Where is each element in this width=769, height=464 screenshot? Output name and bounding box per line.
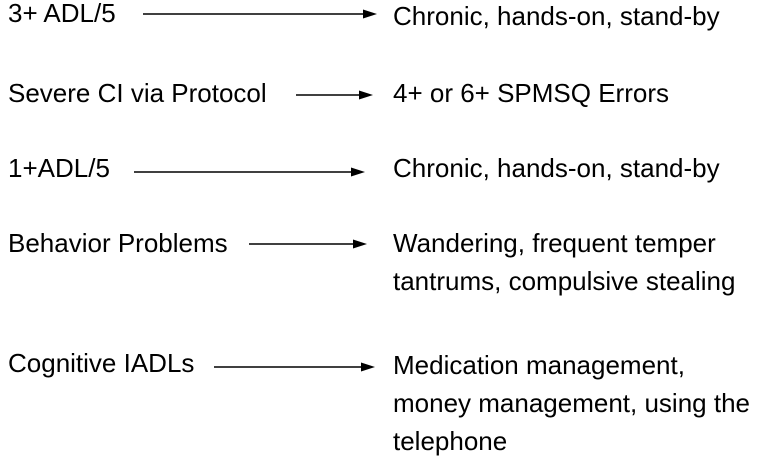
criterion-label-adl1: 1+ADL/5 [8, 153, 110, 183]
arrow-right-icon [296, 90, 373, 100]
arrow-right-icon [143, 9, 377, 19]
criterion-label-severe-ci: Severe CI via Protocol [8, 78, 267, 108]
arrow-right-icon [249, 239, 367, 249]
criterion-definition-adl1: Chronic, hands-on, stand-by [393, 153, 720, 183]
arrow-right-icon [214, 362, 375, 372]
arrow-right-icon [134, 167, 365, 177]
criterion-label-behavior: Behavior Problems [8, 228, 228, 258]
criterion-definition-cognitive-iadl: Medication management, money management,… [393, 350, 750, 456]
criterion-definition-behavior: Wandering, frequent temper tantrums, com… [393, 228, 736, 296]
criterion-label-cognitive-iadl: Cognitive IADLs [8, 348, 195, 378]
criterion-definition-adl3: Chronic, hands-on, stand-by [393, 1, 720, 31]
criterion-definition-severe-ci: 4+ or 6+ SPMSQ Errors [393, 78, 669, 108]
criterion-label-adl3: 3+ ADL/5 [8, 0, 116, 28]
